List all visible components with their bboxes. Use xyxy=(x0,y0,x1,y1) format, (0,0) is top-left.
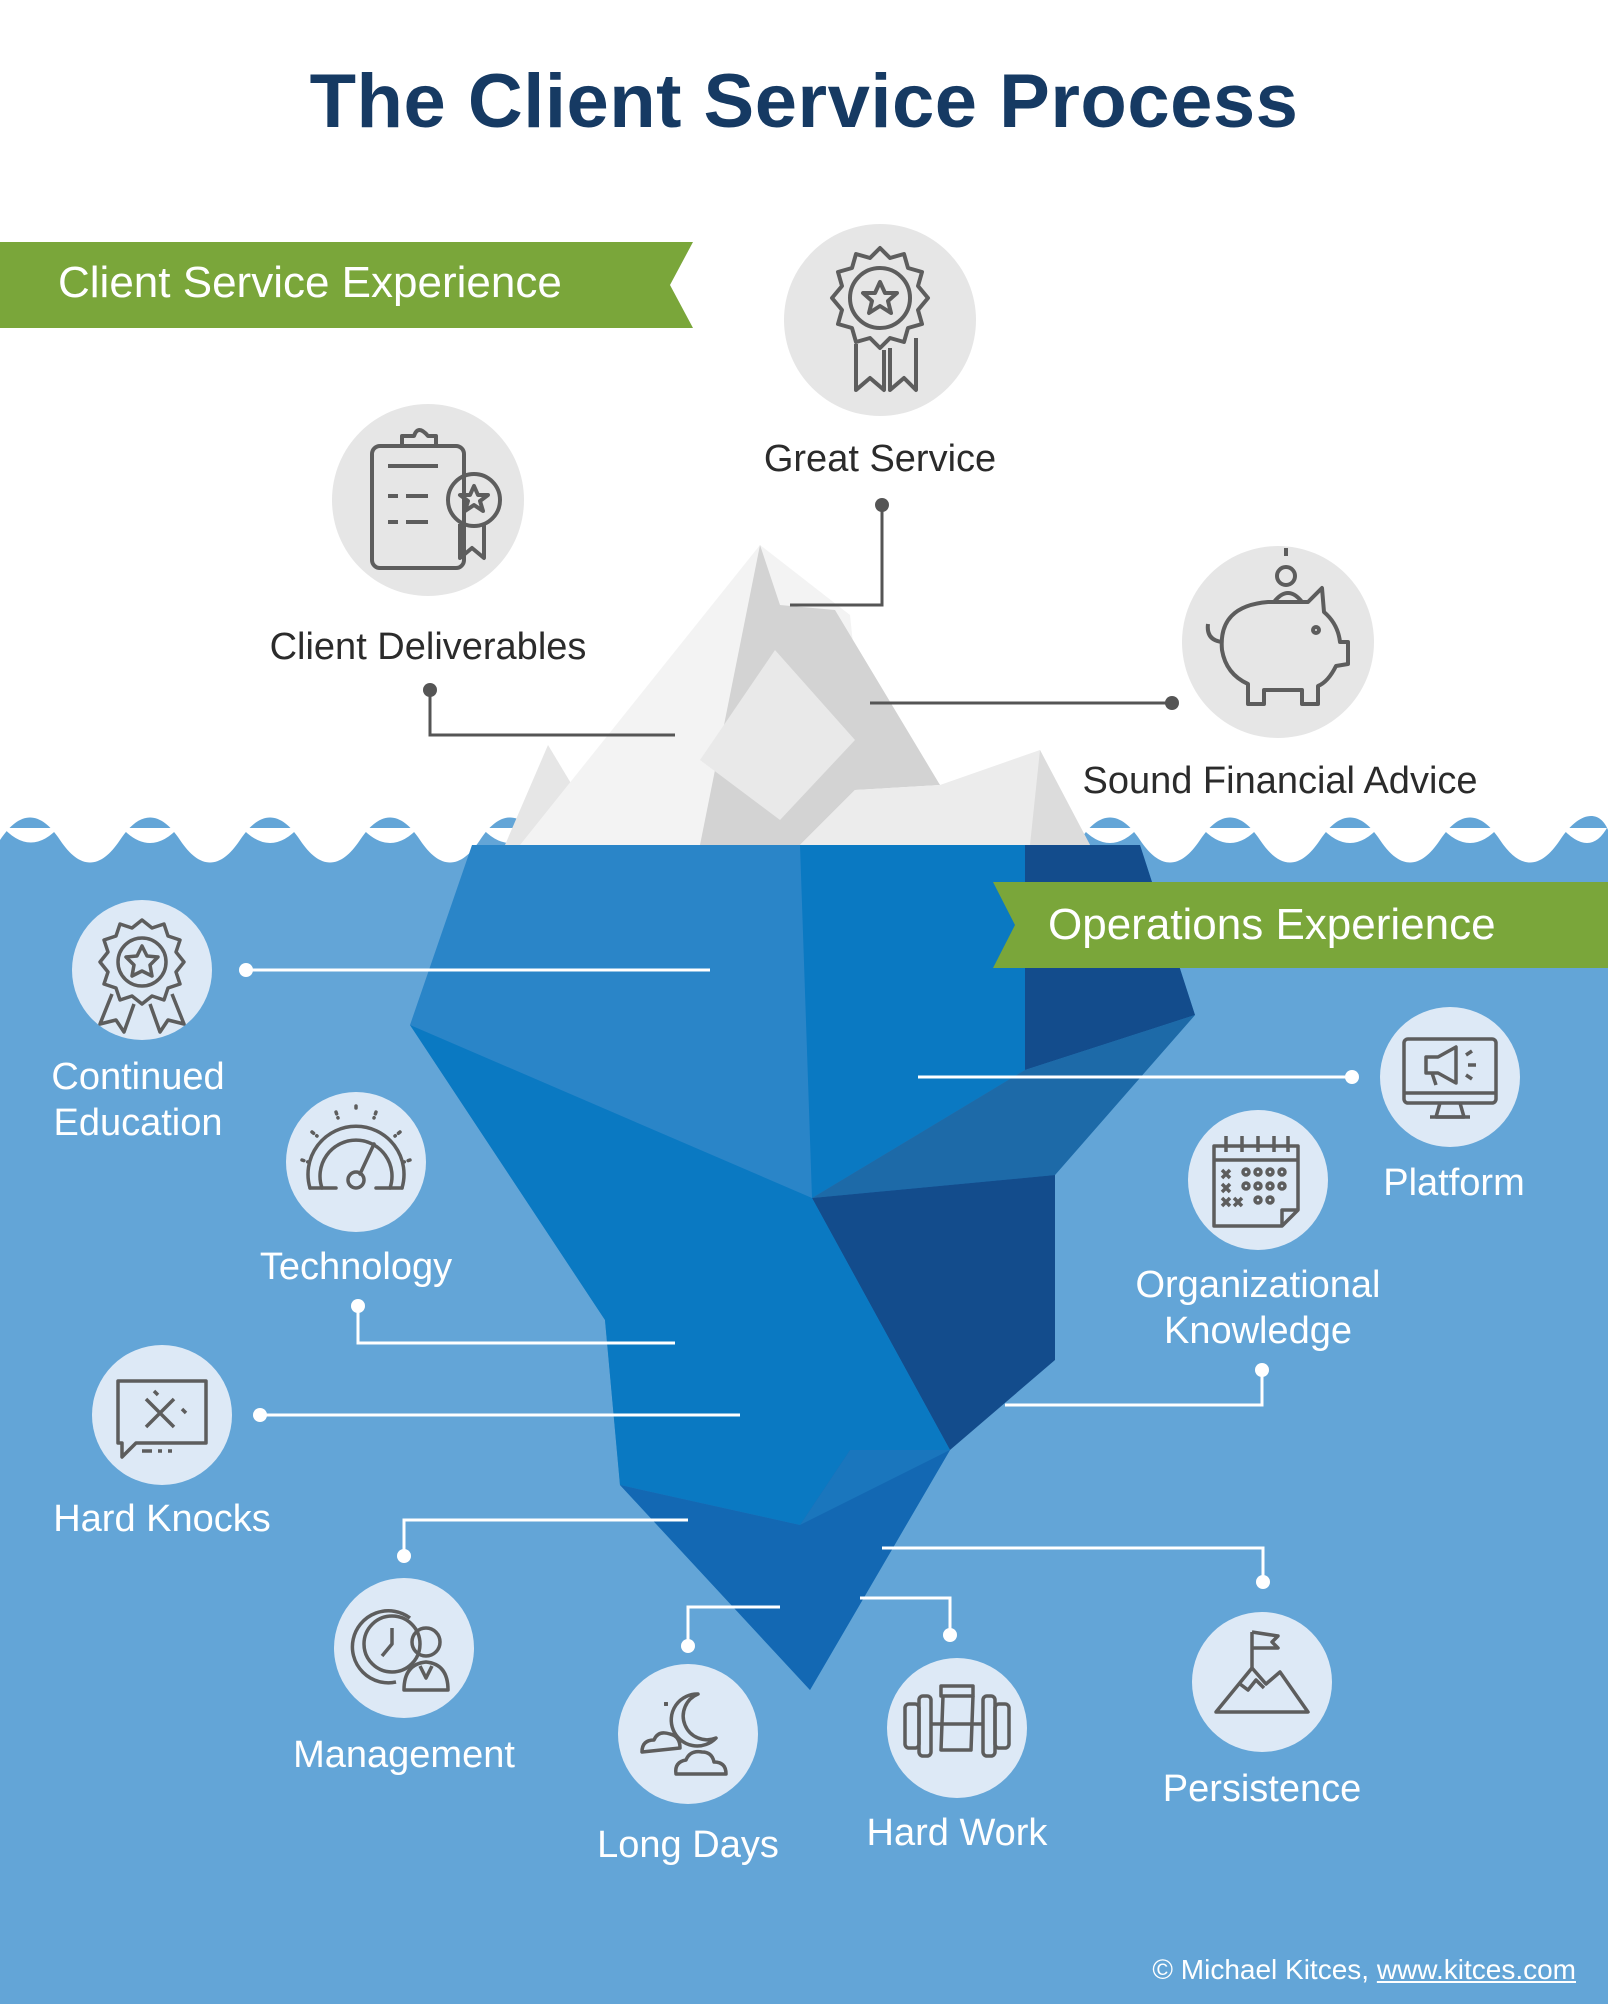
label-technology: Technology xyxy=(259,1246,453,1288)
label-persistence: Persistence xyxy=(1162,1768,1362,1810)
label-organizational-knowledge-line-2: Knowledge xyxy=(1163,1310,1353,1352)
error-message-icon xyxy=(92,1345,232,1485)
label-sound-financial-advice: Sound Financial Advice xyxy=(1082,760,1478,802)
label-platform: Platform xyxy=(1383,1162,1525,1204)
operations-banner-shape xyxy=(993,882,1608,968)
iceberg-tip xyxy=(505,545,1090,845)
medal-star-icon xyxy=(72,900,212,1040)
speedometer-icon xyxy=(286,1092,426,1232)
dumbbell-icon xyxy=(887,1658,1027,1798)
label-hard-knocks: Hard Knocks xyxy=(53,1498,271,1540)
piggy-bank-icon xyxy=(1182,546,1374,738)
operations-experience-banner: Operations Experience xyxy=(1048,900,1496,949)
mountain-flag-icon xyxy=(1192,1612,1332,1752)
copyright-credit: © Michael Kitces, www.kitces.com xyxy=(1152,1954,1576,1986)
label-management: Management xyxy=(293,1734,515,1776)
label-client-deliverables: Client Deliverables xyxy=(269,626,587,668)
client-banner-shape xyxy=(0,242,693,328)
monitor-megaphone-icon xyxy=(1380,1007,1520,1147)
page-title: The Client Service Process xyxy=(309,59,1299,144)
label-continued-education: Continued Education xyxy=(20,1054,256,1146)
moon-clouds-icon xyxy=(618,1664,758,1804)
client-service-experience-banner: Client Service Experience xyxy=(58,258,562,307)
label-organizational-knowledge-line-1: Organizational xyxy=(1135,1264,1381,1306)
label-continued-education-line-1: Continued xyxy=(51,1056,225,1098)
kitces-link[interactable]: www.kitces.com xyxy=(1376,1954,1576,1985)
clock-manager-icon xyxy=(334,1578,474,1718)
calendar-icon xyxy=(1188,1110,1328,1250)
award-ribbon-icon xyxy=(784,224,976,416)
label-organizational-knowledge: Organizational Knowledge xyxy=(1100,1262,1416,1354)
label-continued-education-line-2: Education xyxy=(53,1102,223,1144)
credit-text: © Michael Kitces, xyxy=(1152,1954,1377,1985)
connector-lines xyxy=(239,498,1359,1653)
clipboard-star-icon xyxy=(332,404,524,596)
label-great-service: Great Service xyxy=(763,438,997,480)
label-hard-work: Hard Work xyxy=(866,1812,1048,1854)
label-long-days: Long Days xyxy=(597,1824,779,1866)
